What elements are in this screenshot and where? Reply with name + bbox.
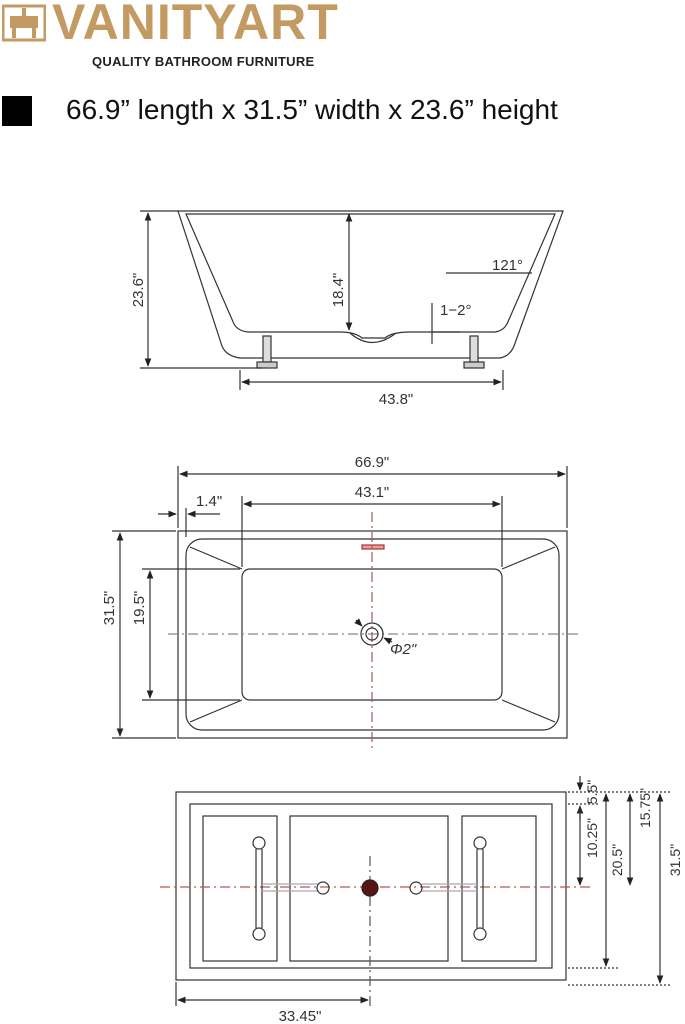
label-overall-length: 66.9" (355, 454, 390, 471)
overflow-slot (361, 544, 385, 550)
label-offset-small: 5.5" (584, 780, 600, 804)
tub-feet (256, 335, 485, 369)
label-offset-b: 15.75" (637, 788, 653, 828)
label-offset-c: 20.5" (609, 844, 625, 876)
bottom-view-labels: 5.5" 10.25" 15.75" 20.5" 31.5" 33.45" (279, 780, 683, 1024)
base-outer (175, 791, 567, 981)
drain-center (361, 879, 379, 897)
base-inner (189, 803, 553, 969)
side-view (140, 210, 564, 390)
base-cell-center (289, 815, 449, 962)
label-base-length: 43.8" (379, 391, 414, 408)
top-view-labels: 66.9" 1.4" 43.1" 31.5" 19.5" Φ2" (101, 454, 417, 658)
top-view (112, 466, 580, 752)
label-rim-width: 1.4" (196, 493, 222, 510)
drain-outlet (349, 332, 397, 344)
label-floor-slope: 1−2° (440, 302, 471, 319)
brand-name: VANITYART (52, 0, 339, 50)
label-interior-width: 19.5" (131, 591, 148, 626)
drain-circle (360, 622, 384, 646)
label-interior-length: 43.1" (355, 484, 390, 501)
support-rail-left (252, 836, 266, 941)
label-drain-diameter: Φ2" (390, 641, 417, 658)
label-interior-depth: 18.4" (330, 273, 347, 308)
vanity-logo-icon (2, 4, 46, 42)
support-rail-right (473, 836, 487, 941)
base-cell-right (461, 815, 537, 962)
label-offset-a: 10.25" (584, 818, 600, 858)
brand-tagline: QUALITY BATHROOM FURNITURE (92, 54, 315, 69)
label-wall-angle: 121° (492, 257, 523, 274)
bottom-view (160, 776, 670, 1010)
label-half-length: 33.45" (279, 1008, 322, 1024)
label-bottom-overall-width: 31.5" (667, 844, 683, 876)
bullet-square (2, 96, 32, 126)
label-overall-width: 31.5" (101, 591, 118, 626)
tub-inner-shell (185, 213, 556, 339)
tub-outer-shell (177, 210, 564, 359)
label-overall-height: 23.6" (130, 273, 147, 308)
brand-header: VANITYART QUALITY BATHROOM FURNITURE (0, 0, 420, 72)
drain-pipe (262, 883, 477, 892)
dimensions-headline: 66.9” length x 31.5” width x 23.6” heigh… (66, 94, 558, 125)
side-view-labels: 23.6" 18.4" 121° 1−2° 43.8" (130, 257, 523, 408)
base-cell-left (202, 815, 278, 962)
